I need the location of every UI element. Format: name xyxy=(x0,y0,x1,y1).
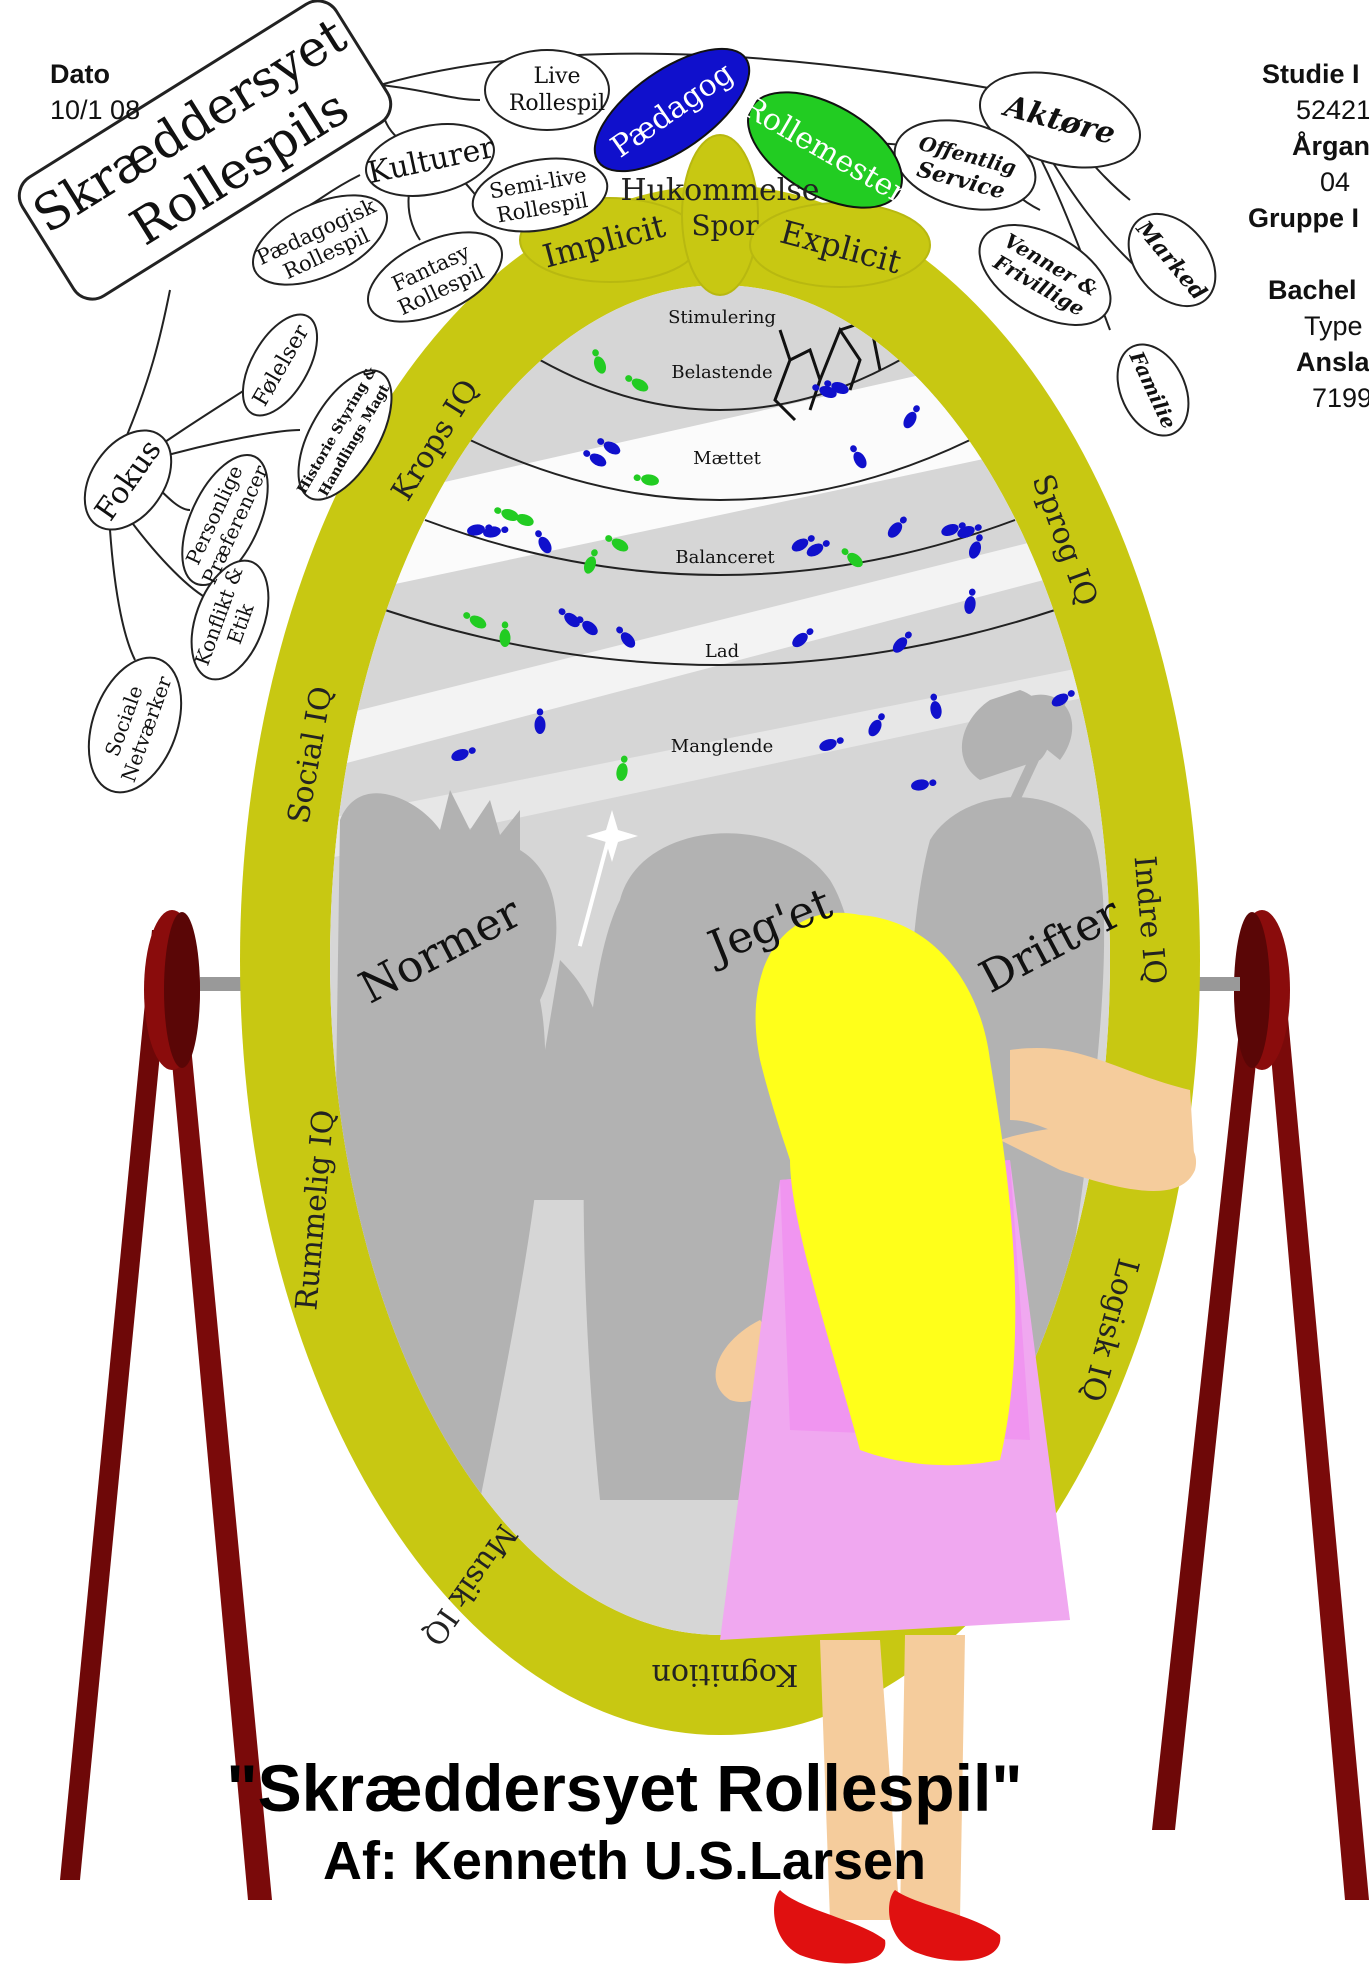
study-label: Studie I xyxy=(1262,56,1369,92)
bubble-live-1: Live xyxy=(533,64,580,89)
date-block: Dato 10/1 08 xyxy=(50,56,140,128)
date-label: Dato xyxy=(50,56,140,92)
anslag-value: 7199 xyxy=(1262,380,1369,416)
group-label: Gruppe I xyxy=(1248,200,1369,236)
study-value: 52421 xyxy=(1262,92,1369,128)
bachelor-label: Bachel xyxy=(1262,272,1369,308)
spor-label: Spor xyxy=(691,209,759,242)
year-label: Årgan xyxy=(1262,128,1369,164)
level-balanceret: Balanceret xyxy=(675,547,775,568)
bubble-live-2: Rollespil xyxy=(509,91,605,116)
level-maettet: Mættet xyxy=(693,448,761,469)
hukommelse-label: Hukommelse xyxy=(620,173,819,208)
type-label: Type xyxy=(1262,308,1369,344)
level-stimulering: Stimulering xyxy=(668,307,776,328)
level-belastende: Belastende xyxy=(671,362,772,383)
girl-figure xyxy=(716,913,1196,1964)
date-value: 10/1 08 xyxy=(50,92,140,128)
anslag-label: Ansla xyxy=(1262,344,1369,380)
study-info-block: Studie I 52421 Årgan 04 Gruppe I Bachel … xyxy=(1262,56,1369,416)
label-kognition: Kognition xyxy=(652,1657,799,1692)
year-value: 04 xyxy=(1262,164,1369,200)
mirror-stand-left xyxy=(60,903,272,1903)
level-lad: Lad xyxy=(705,641,739,662)
level-manglende: Manglende xyxy=(671,736,773,757)
